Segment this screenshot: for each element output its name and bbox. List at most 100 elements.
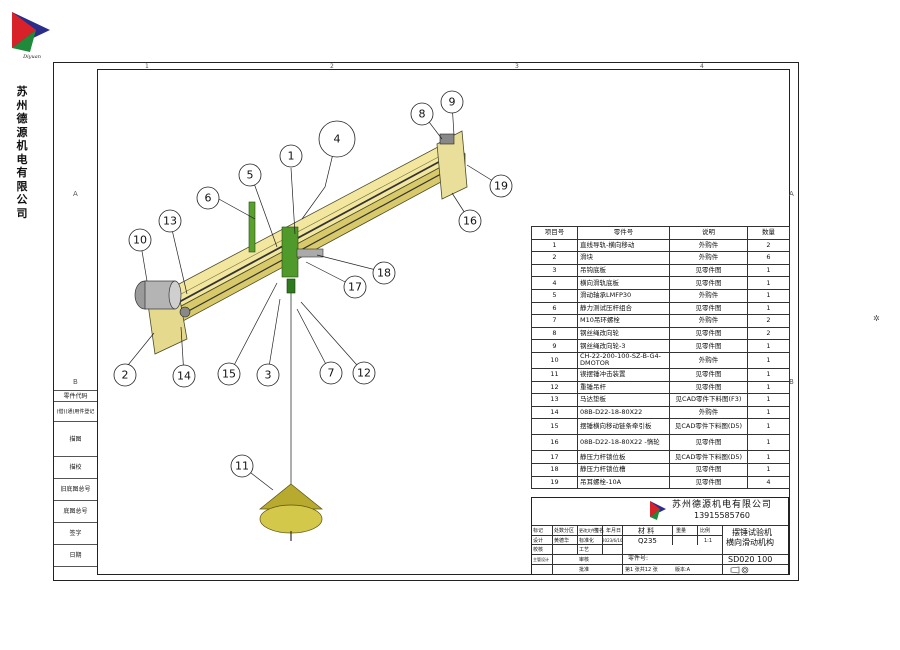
bom-cell-desc: 外购件 xyxy=(669,351,748,369)
bom-cell-no: 18 xyxy=(531,462,578,477)
trolley xyxy=(248,201,324,294)
bom-cell-part: 滑块 xyxy=(577,251,670,265)
callout-3: 3 xyxy=(256,363,280,387)
rev-header-zone: 分区 xyxy=(564,528,575,534)
bom-cell-part: 马达垫板 xyxy=(577,393,670,407)
callout-2: 2 xyxy=(113,363,137,387)
bom-cell-no: 12 xyxy=(531,380,578,395)
svg-text:14: 14 xyxy=(177,370,191,383)
company-name-vertical: 苏州德源机电有限公司 xyxy=(16,85,28,220)
bom-cell-no: 13 xyxy=(531,393,578,407)
bom-cell-qty: 1 xyxy=(747,434,790,452)
rev-header-count: 处数 xyxy=(554,528,565,534)
bom-cell-desc: 见零件图 xyxy=(669,367,748,382)
bom-cell-desc: 见零件图 xyxy=(669,301,748,316)
svg-text:10: 10 xyxy=(133,234,147,247)
svg-text:12: 12 xyxy=(357,367,371,380)
drawing-frame xyxy=(97,69,790,575)
bom-cell-qty: 1 xyxy=(747,263,790,278)
callout-11: 11 xyxy=(230,454,254,478)
callout-16: 16 xyxy=(458,209,482,233)
bom-cell-part: 重锤吊杆 xyxy=(577,380,670,395)
bom-cell-desc: 见CAD零件下料图(F3) xyxy=(669,393,748,407)
callout-8: 8 xyxy=(410,102,434,126)
designer: 黄德华 xyxy=(554,538,570,544)
callout-18: 18 xyxy=(372,261,396,285)
bom-cell-part: 08B-D22-18-80X22 xyxy=(577,405,670,420)
bom-cell-qty: 1 xyxy=(747,450,790,464)
bom-cell-no: 9 xyxy=(531,339,578,353)
svg-text:11: 11 xyxy=(235,460,249,473)
bom-header-row: 项目号 零件号 说明 数量 xyxy=(531,226,790,240)
bom-cell-part: 锲摆锤冲击装置 xyxy=(577,367,670,382)
bom-cell-part: 钢丝绳改向轮-3 xyxy=(577,339,670,353)
bom-cell-desc: 见零件图 xyxy=(669,434,748,452)
motor xyxy=(134,280,191,318)
bom-cell-qty: 2 xyxy=(747,326,790,341)
bom-cell-no: 2 xyxy=(531,251,578,265)
bom-cell-no: 15 xyxy=(531,418,578,436)
svg-text:9: 9 xyxy=(449,96,456,109)
bom-cell-part: 静压力杆锁位槽 xyxy=(577,462,670,477)
callout-10: 10 xyxy=(128,228,152,252)
svg-text:3: 3 xyxy=(265,369,272,382)
bom-header-part: 零件号 xyxy=(577,226,670,240)
bom-cell-desc: 外购件 xyxy=(669,405,748,420)
bom-header-desc: 说明 xyxy=(669,226,748,240)
bom-cell-qty: 1 xyxy=(747,462,790,477)
bom-cell-qty: 1 xyxy=(747,393,790,407)
rev-header-mark: 标记 xyxy=(533,528,544,534)
bom-cell-part: 静压力杆锁位板 xyxy=(577,450,670,464)
bom-header-no: 项目号 xyxy=(531,226,578,240)
callout-17: 17 xyxy=(343,275,367,299)
zone-number: 1 xyxy=(145,63,149,70)
role-design: 设计 xyxy=(533,538,544,544)
title-block: 苏州德源机电有限公司 13915585760 标记 处数 分区 更改文件号 签名… xyxy=(531,497,789,575)
bom-cell-qty: 1 xyxy=(747,418,790,436)
svg-text:13: 13 xyxy=(163,215,177,228)
bom-cell-qty: 4 xyxy=(747,475,790,490)
title-phone: 13915585760 xyxy=(694,511,750,520)
bom-cell-qty: 1 xyxy=(747,351,790,369)
bom-cell-desc: 见CAD零件下料图(D5) xyxy=(669,418,748,436)
bom-cell-desc: 见零件图 xyxy=(669,263,748,278)
logo-text: Diyuan xyxy=(22,54,41,60)
bom-cell-no: 14 xyxy=(531,405,578,420)
bom-cell-part: 钢丝绳改向轮 xyxy=(577,326,670,341)
bom-cell-qty: 1 xyxy=(747,405,790,420)
svg-text:15: 15 xyxy=(222,368,236,381)
bom-cell-no: 1 xyxy=(531,238,578,253)
bom-cell-desc: 外购件 xyxy=(669,288,748,303)
svg-text:18: 18 xyxy=(377,267,391,280)
bom-cell-no: 16 xyxy=(531,434,578,452)
bom-cell-qty: 1 xyxy=(747,380,790,395)
material-label: 材 料 xyxy=(638,527,655,535)
svg-text:6: 6 xyxy=(205,192,212,205)
svg-text:7: 7 xyxy=(328,367,335,380)
bom-cell-part: M10吊环螺栓 xyxy=(577,314,670,328)
callout-12: 12 xyxy=(352,361,376,385)
version: 版本:A xyxy=(675,567,691,573)
bom-cell-qty: 1 xyxy=(747,301,790,316)
assembly-drawing: 1 2 3 4 5 6 7 8 9 10 11 12 13 14 15 16 1… xyxy=(113,90,513,541)
drawing-number: SD020 100 xyxy=(728,555,773,564)
bom-cell-part: 横向滑轨底板 xyxy=(577,276,670,290)
role-review: 审核 xyxy=(579,557,590,563)
rail-assembly xyxy=(144,130,468,355)
rev-header-doc: 更改文件号 xyxy=(579,528,599,533)
bom-cell-part: 直线导轨-横向移动 xyxy=(577,238,670,253)
weight-label: 重量 xyxy=(676,528,687,534)
bom-cell-no: 6 xyxy=(531,301,578,316)
zone-letter: B xyxy=(73,378,78,386)
side-label: 底图总号 xyxy=(54,501,97,523)
bom-cell-desc: 见零件图 xyxy=(669,462,748,477)
title-block-logo xyxy=(650,501,666,520)
